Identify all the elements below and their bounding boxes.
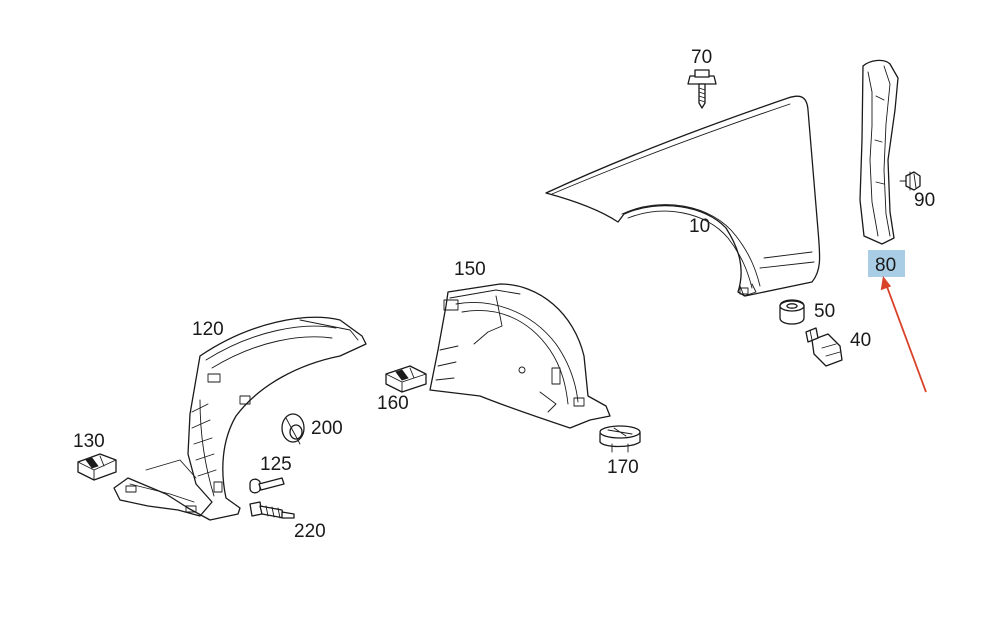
red-arrow-icon	[880, 276, 927, 393]
rivet-220-icon	[249, 501, 295, 519]
wheel-liner-120	[113, 316, 367, 521]
callout-90: 90	[914, 190, 935, 211]
bolt-70-icon	[687, 69, 717, 109]
nut-50-icon	[779, 299, 805, 325]
callout-150: 150	[454, 259, 486, 280]
callout-125: 125	[260, 454, 292, 475]
callout-70: 70	[691, 47, 712, 68]
pin-125-icon	[249, 477, 285, 494]
callout-130: 130	[73, 431, 105, 452]
rivet-170-icon	[599, 425, 641, 453]
callout-80: 80	[875, 255, 896, 276]
callout-200: 200	[311, 418, 343, 439]
callout-160: 160	[377, 393, 409, 414]
callout-50: 50	[814, 301, 835, 322]
callout-220: 220	[294, 521, 326, 542]
callout-120: 120	[192, 319, 224, 340]
grommet-200-icon	[281, 413, 305, 445]
clip-90-icon	[899, 171, 921, 191]
callout-170: 170	[607, 457, 639, 478]
screw-40-icon	[805, 327, 843, 367]
callout-10: 10	[689, 216, 710, 237]
fender-10	[545, 95, 821, 297]
callout-80-highlight	[868, 250, 905, 277]
clip-130-icon	[77, 453, 117, 481]
wheel-liner-150	[429, 283, 611, 429]
clip-160-icon	[385, 365, 427, 393]
callout-40: 40	[850, 330, 871, 351]
seal-80	[859, 59, 899, 245]
